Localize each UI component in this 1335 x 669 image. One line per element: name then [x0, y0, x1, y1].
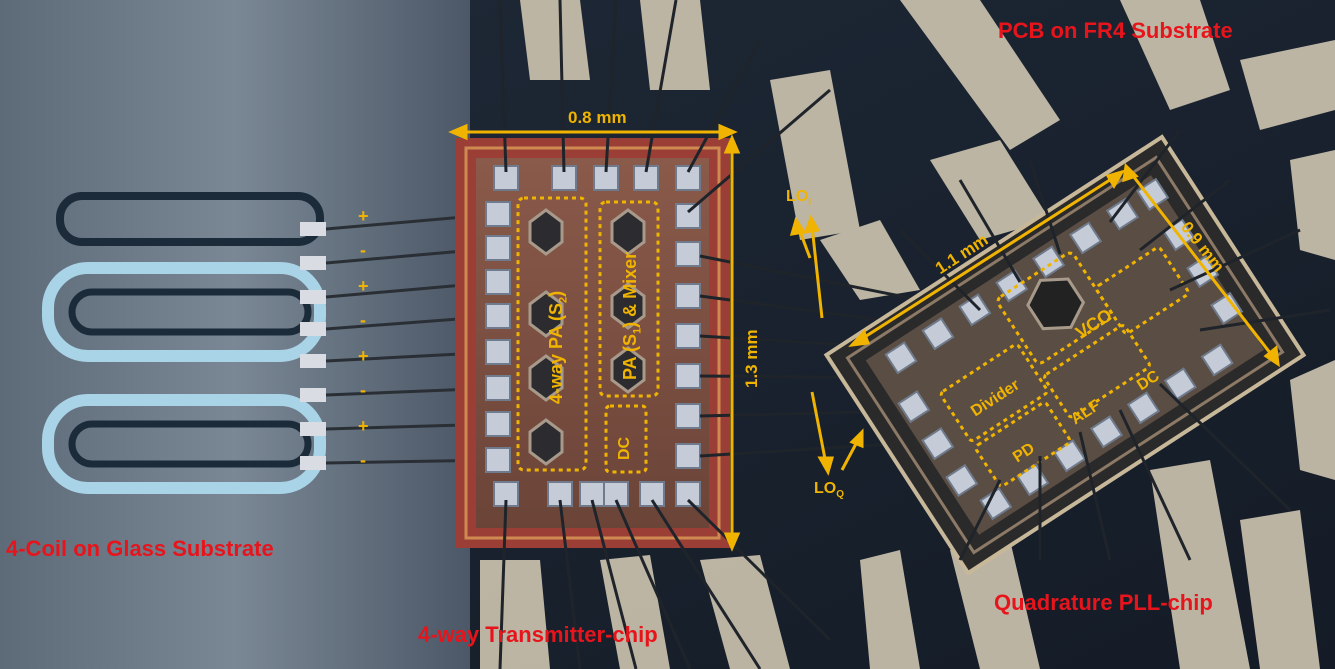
- pcb-label: PCB on FR4 Substrate: [998, 18, 1233, 43]
- lo-i-label: LOI: [786, 188, 811, 209]
- coil-polarity-mark: +: [358, 416, 369, 436]
- coil-polarity-mark: +: [358, 206, 369, 226]
- pll-chip-label: Quadrature PLL-chip: [994, 590, 1213, 615]
- tx-chip-label: 4-way Transmitter-chip: [418, 622, 658, 647]
- tx-width-dimension: 0.8 mm: [568, 108, 627, 127]
- tx-height-dimension: 1.3 mm: [742, 329, 761, 388]
- pa-s2-block-label: 4-way PA (S2): [546, 290, 570, 404]
- dimension-arrows: [448, 123, 1280, 552]
- coil-polarity-mark: -: [360, 380, 366, 400]
- coil-polarity-mark: -: [360, 450, 366, 470]
- coil-label: 4-Coil on Glass Substrate: [6, 536, 274, 561]
- pll-die: [823, 134, 1307, 576]
- coil-polarity-mark: -: [360, 310, 366, 330]
- pll-bond-wires: [898, 129, 1331, 561]
- coil-polarity-mark: -: [360, 240, 366, 260]
- transmitter-die: [455, 138, 730, 548]
- coils: [42, 192, 326, 494]
- coil-pads: [300, 222, 326, 470]
- coil-polarity-mark: +: [358, 346, 369, 366]
- pa-s1-mixer-block-label: PA (S1) & Mixer: [620, 251, 644, 380]
- lo-q-label: LOQ: [814, 480, 844, 501]
- tx-dc-block-label: DC: [616, 436, 633, 460]
- coil-polarity-mark: +: [358, 276, 369, 296]
- pcb-traces: [480, 0, 1335, 669]
